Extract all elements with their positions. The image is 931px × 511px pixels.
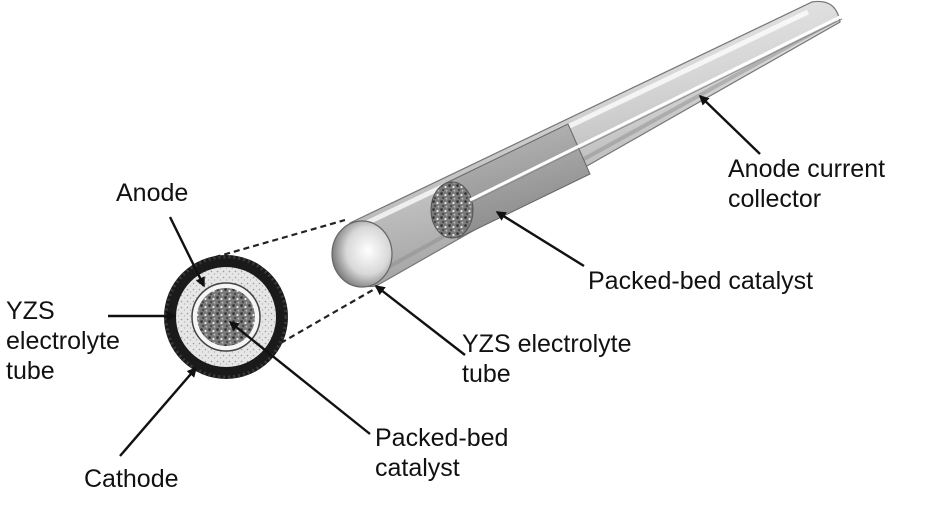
- catalyst-core: [197, 288, 255, 346]
- label-anode: Anode: [116, 179, 189, 207]
- arrow-packed-bed-right: [495, 210, 585, 268]
- cross-section: [164, 255, 288, 379]
- label-yzs-right-line2: tube: [462, 360, 511, 388]
- arrow-yzs-right: [374, 285, 466, 356]
- tube-open-end: [331, 220, 393, 288]
- tube-shadow: [371, 18, 837, 278]
- label-yzs-left-line3: tube: [6, 357, 55, 385]
- anode-collector-wire-edge: [469, 18, 843, 204]
- label-packed-bed-right: Packed-bed catalyst: [588, 267, 814, 295]
- callout-arrows: [108, 94, 761, 457]
- tube-3d: [331, 0, 843, 288]
- label-yzs-right-line1: YZS electrolyte: [462, 330, 632, 358]
- label-cathode: Cathode: [84, 465, 179, 493]
- label-anode-collector-line1: Anode current: [728, 155, 886, 183]
- label-packed-bed-left-line1: Packed-bed: [375, 424, 509, 452]
- zoom-line-top: [204, 218, 346, 262]
- zoom-lines: [204, 218, 379, 349]
- arrow-anode-collector: [698, 94, 761, 155]
- inner-catalyst-face: [430, 181, 474, 239]
- arrow-cathode: [119, 366, 197, 457]
- label-packed-bed-left-line2: catalyst: [375, 454, 460, 482]
- zoom-line-bottom: [271, 286, 379, 349]
- cathode-ring-texture: [164, 255, 288, 379]
- label-yzs-left-line1: YZS: [6, 297, 55, 325]
- arrow-anode: [168, 216, 206, 288]
- anode-collector-wire: [469, 14, 843, 202]
- label-anode-collector-line2: collector: [728, 185, 822, 213]
- label-yzs-left-line2: electrolyte: [6, 327, 120, 355]
- arrow-packed-bed-left: [228, 321, 371, 435]
- tube-highlight: [350, 9, 810, 233]
